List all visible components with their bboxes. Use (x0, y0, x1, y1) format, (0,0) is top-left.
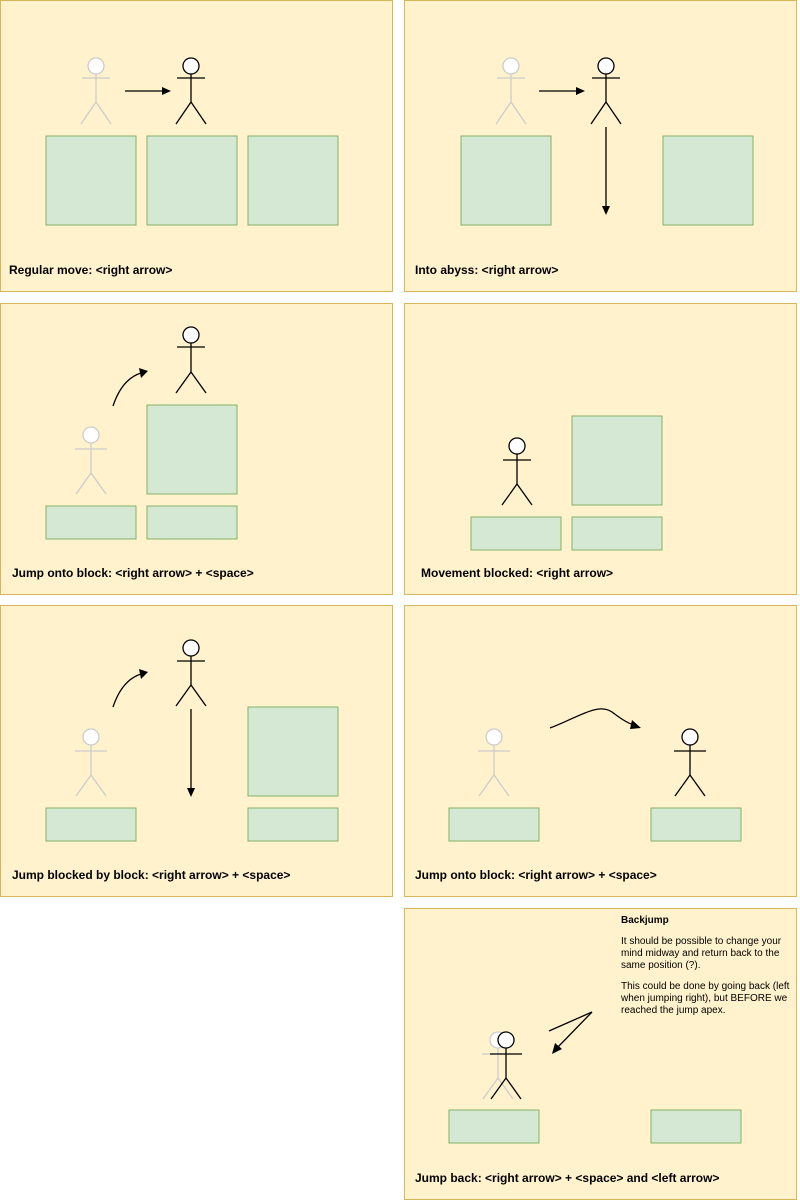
panel-movement-blocked: Movement blocked: <right arrow> (404, 303, 797, 595)
panel-caption: Jump back: <right arrow> + <space> and <… (415, 1171, 720, 1185)
raised-block (571, 415, 663, 506)
panel-jump-blocked: Jump blocked by block: <right arrow> + <… (0, 605, 393, 897)
ghost-stick-figure (495, 57, 527, 125)
player-stick-figure (674, 728, 706, 797)
ground-block (571, 516, 663, 551)
ground-block (45, 505, 137, 540)
ground-block (45, 135, 137, 226)
raised-block (247, 706, 339, 797)
backjump-arrow (548, 1011, 593, 1054)
player-stick-figure (175, 639, 207, 707)
panel-jump-over-gap: Jump onto block: <right arrow> + <space> (404, 605, 797, 897)
ground-block (247, 807, 339, 842)
note-paragraph: It should be possible to change your min… (621, 936, 782, 971)
fall-down-arrow (602, 127, 610, 215)
ground-block (146, 135, 238, 226)
panel-into-abyss: Into abyss: <right arrow> (404, 0, 797, 292)
panel-caption: Into abyss: <right arrow> (415, 263, 559, 277)
ground-block (247, 135, 339, 226)
jump-arc-arrow (112, 669, 148, 708)
ghost-stick-figure (75, 426, 107, 495)
panel-movement-blocked-drawing (470, 415, 663, 551)
panel-jump-back: Backjump It should be possible to change… (404, 908, 797, 1200)
note-title: Backjump (621, 915, 669, 926)
panel-jump-onto-block: Jump onto block: <right arrow> + <space> (0, 303, 393, 595)
jump-arc-arrow (112, 368, 148, 407)
ground-block (448, 1109, 540, 1144)
panel-jump-back-drawing (448, 1011, 742, 1144)
player-stick-figure (490, 1031, 522, 1100)
ghost-stick-figure (478, 728, 510, 797)
ghost-stick-figure (80, 57, 112, 125)
ground-block (470, 516, 562, 551)
ground-block (460, 135, 552, 226)
player-stick-figure (175, 57, 207, 125)
panel-caption: Jump blocked by block: <right arrow> + <… (12, 868, 291, 882)
panel-into-abyss-drawing (460, 57, 754, 226)
ground-block (650, 807, 742, 842)
panel-jump-over-gap-drawing (448, 708, 742, 842)
panel-caption: Jump onto block: <right arrow> + <space> (12, 566, 254, 580)
ground-block (45, 807, 137, 842)
player-stick-figure (590, 57, 622, 125)
ground-block (448, 807, 540, 842)
ground-block (662, 135, 754, 226)
player-stick-figure (175, 326, 207, 394)
panel-caption: Jump onto block: <right arrow> + <space> (415, 868, 657, 882)
ground-block (650, 1109, 742, 1144)
note-paragraph: This could be done by going back (left w… (621, 981, 790, 1016)
panel-caption: Regular move: <right arrow> (9, 263, 173, 277)
panel-caption: Movement blocked: <right arrow> (421, 566, 614, 580)
panel-jump-onto-block-drawing (45, 326, 238, 540)
ghost-stick-figure (75, 728, 107, 797)
raised-block (146, 404, 238, 495)
panel-regular-move: Regular move: <right arrow> (0, 0, 393, 292)
panel-jump-blocked-drawing (45, 639, 339, 842)
jump-arc-arrow (549, 708, 641, 729)
player-stick-figure (501, 437, 533, 506)
move-right-arrow (125, 87, 171, 95)
ground-block (146, 505, 238, 540)
fall-down-arrow (187, 709, 195, 797)
backjump-note: Backjump It should be possible to change… (621, 915, 793, 1026)
move-right-arrow (539, 87, 585, 95)
panel-regular-move-drawing (45, 57, 339, 226)
